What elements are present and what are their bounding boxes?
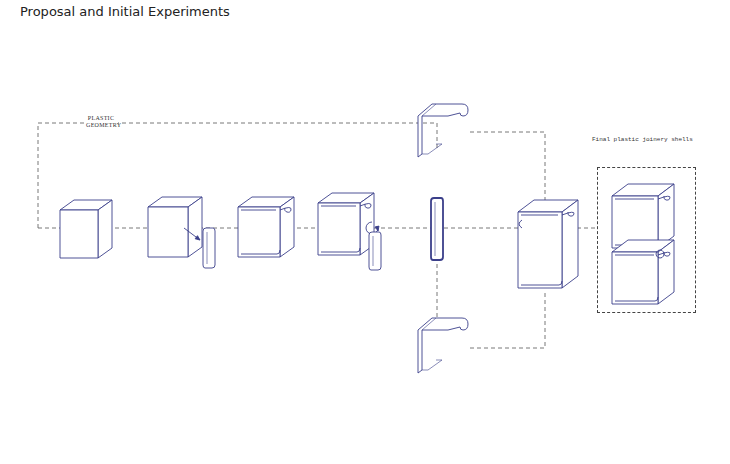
shell-block (241, 210, 276, 211)
bottom-shell (422, 318, 436, 330)
shell-block (238, 207, 280, 257)
raw-block (98, 200, 112, 258)
bottom-shell (418, 318, 468, 373)
profile-section (207, 232, 208, 264)
top-shell (422, 104, 436, 116)
shell-block (241, 250, 280, 254)
shell-block (280, 208, 291, 213)
raw-block (60, 210, 98, 258)
profile-section (369, 232, 381, 270)
profile-section-bold (431, 198, 443, 260)
assembled-shell (518, 212, 562, 288)
cut-arrow (184, 228, 200, 240)
final-shell (615, 297, 658, 301)
joint-curl (656, 250, 664, 258)
profile-section-bold (435, 202, 436, 256)
shell-block (321, 206, 356, 207)
assembled-shell (562, 212, 574, 216)
final-shell (615, 255, 654, 256)
assembled-shell (562, 200, 578, 288)
shell-block (280, 197, 294, 257)
bottom-shell (422, 360, 442, 370)
top-shell (418, 104, 468, 157)
final-shell (658, 184, 674, 248)
title: Proposal and Initial Experiments (20, 4, 230, 19)
profile-section (203, 228, 215, 268)
parts (60, 104, 674, 373)
shell-hook (519, 220, 522, 228)
top-shell (422, 144, 442, 154)
shell-block (318, 203, 360, 255)
assembled-shell (521, 281, 562, 285)
cut-arrow (195, 236, 200, 240)
final-shell (658, 196, 670, 200)
final-shell (612, 252, 658, 304)
shell-block (360, 204, 371, 209)
dashed-line (470, 132, 545, 208)
final-shell (615, 199, 654, 200)
profile-section (373, 236, 374, 266)
dashed-line (470, 292, 545, 348)
shell-block (321, 248, 360, 252)
dashed-guides (38, 123, 597, 348)
cut-block (188, 197, 202, 257)
dashed-frame: Final plastic joinery shells (597, 167, 696, 313)
frame-heading: Final plastic joinery shells (592, 136, 693, 143)
dashed-line (38, 228, 597, 229)
rotate-arrow (375, 226, 379, 231)
assembled-shell (521, 215, 558, 216)
cut-block (148, 207, 188, 257)
annotation-label: PLASTIC GEOMETRY (84, 114, 118, 130)
